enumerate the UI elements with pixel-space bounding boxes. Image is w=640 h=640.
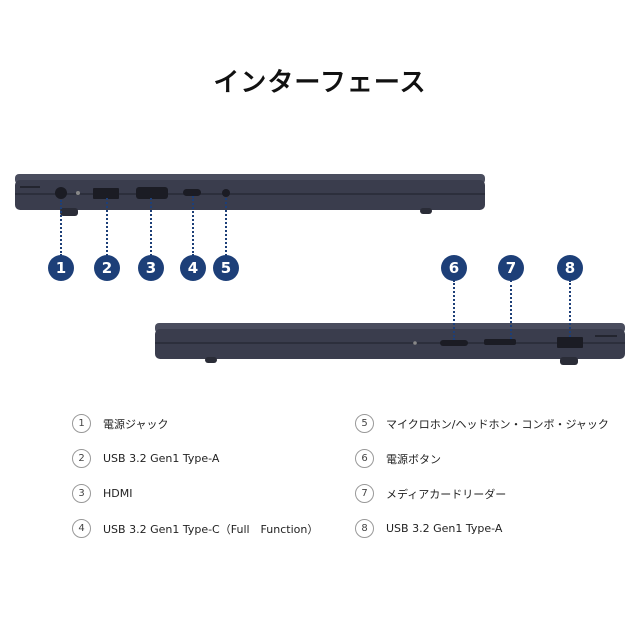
callout-1: 1 <box>48 255 74 281</box>
legend-number: 6 <box>355 449 374 468</box>
callout-8: 8 <box>557 255 583 281</box>
lead-line-5 <box>225 198 227 256</box>
legend-item-8: 8 USB 3.2 Gen1 Type-A <box>355 519 502 538</box>
callout-4: 4 <box>180 255 206 281</box>
lead-line-8 <box>569 280 571 337</box>
usb-a-port-left <box>93 188 119 199</box>
callout-3: 3 <box>138 255 164 281</box>
callout-6: 6 <box>441 255 467 281</box>
legend-number: 3 <box>72 484 91 503</box>
power-button <box>440 340 468 346</box>
legend-item-2: 2 USB 3.2 Gen1 Type-A <box>72 449 219 468</box>
legend-item-6: 6 電源ボタン <box>355 449 441 468</box>
lead-line-2 <box>106 198 108 256</box>
usb-c-port <box>183 189 201 196</box>
legend-item-4: 4 USB 3.2 Gen1 Type-C（Full Function） <box>72 519 318 538</box>
legend-label: USB 3.2 Gen1 Type-A <box>386 522 503 535</box>
legend-item-7: 7 メディアカードリーダー <box>355 484 506 503</box>
lead-line-4 <box>192 196 194 256</box>
legend-label: HDMI <box>103 487 133 500</box>
legend-number: 7 <box>355 484 374 503</box>
legend-item-1: 1 電源ジャック <box>72 414 168 433</box>
legend-label: メディアカードリーダー <box>386 487 507 501</box>
usb-a-port-right <box>557 337 583 348</box>
lead-line-1 <box>60 200 62 256</box>
lead-line-7 <box>510 280 512 339</box>
legend-number: 4 <box>72 519 91 538</box>
legend-number: 8 <box>355 519 374 538</box>
legend-label: USB 3.2 Gen1 Type-A <box>103 452 220 465</box>
legend-item-3: 3 HDMI <box>72 484 132 503</box>
power-jack-port <box>55 187 67 199</box>
callout-7: 7 <box>498 255 524 281</box>
legend-number: 5 <box>355 414 374 433</box>
callout-5: 5 <box>213 255 239 281</box>
legend-label: マイクロホン/ヘッドホン・コンボ・ジャック <box>386 417 609 431</box>
legend-label: 電源ボタン <box>386 452 441 466</box>
lead-line-3 <box>150 198 152 256</box>
audio-jack-port <box>222 189 230 197</box>
lead-line-6 <box>453 280 455 340</box>
legend-item-5: 5 マイクロホン/ヘッドホン・コンボ・ジャック <box>355 414 609 433</box>
callout-2: 2 <box>94 255 120 281</box>
page-title: インターフェース <box>213 68 427 98</box>
legend-label: USB 3.2 Gen1 Type-C（Full Function） <box>103 522 319 536</box>
legend-number: 2 <box>72 449 91 468</box>
legend-number: 1 <box>72 414 91 433</box>
media-card-slot <box>484 339 516 345</box>
legend-label: 電源ジャック <box>103 417 169 431</box>
hdmi-port <box>136 187 168 199</box>
